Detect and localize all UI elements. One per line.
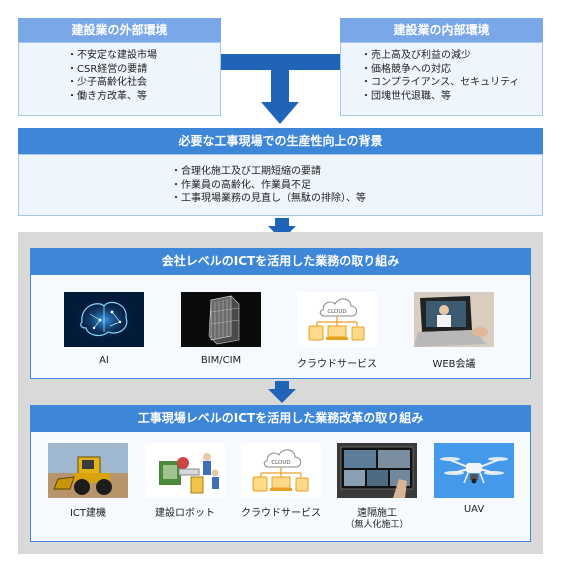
background-item: ・合理化施工及び工期短縮の要請 <box>171 166 321 177</box>
cloud-service-icon: CLOUD <box>297 292 377 347</box>
company-ict-header: 会社レベルのICTを活用した業務の取り組み <box>30 248 531 274</box>
company-ict-card: AI BIM/CIM CLOUD クラウドサービス <box>30 274 531 379</box>
cloud-text: CLOUD <box>271 460 290 466</box>
internal-environment-header: 建設業の内部環境 <box>340 18 543 42</box>
remote-construction-icon <box>337 443 417 498</box>
internal-item: ・価格競争への対応 <box>361 63 451 75</box>
company-item-label: BIM/CIM <box>200 355 242 366</box>
down-arrow <box>268 381 296 403</box>
external-item: ・不安定な建設市場 <box>67 50 157 61</box>
external-environment-box: ・不安定な建設市場 ・CSR経営の要請 ・少子高齢化社会 ・働き方改革、等 <box>18 42 221 116</box>
site-item-label: UAV <box>463 504 485 515</box>
external-items: ・不安定な建設市場 ・CSR経営の要請 ・少子高齢化社会 ・働き方改革、等 <box>67 49 157 103</box>
site-item-label: 建設ロボット <box>155 508 215 519</box>
external-item: ・CSR経営の要請 <box>67 63 148 75</box>
site-ict-header: 工事現場レベルのICTを活用した業務改革の取り組み <box>30 405 531 431</box>
background-box: ・合理化施工及び工期短縮の要請 ・作業員の高齢化、作業員不足 ・工事現場業務の見… <box>18 154 543 216</box>
cloud-service-icon: CLOUD <box>241 443 321 498</box>
site-item-label: 遠隔施工 <box>357 508 397 519</box>
external-environment-header: 建設業の外部環境 <box>18 18 221 42</box>
merge-arrow <box>221 54 340 124</box>
site-ict-card: ICT建機 建設ロボット CLOUD クラウドサービス <box>30 431 531 542</box>
internal-item: ・団塊世代退職、等 <box>361 90 451 102</box>
external-item: ・少子高齢化社会 <box>67 77 147 88</box>
background-item: ・工事現場業務の見直し（無駄の排除）、等 <box>171 193 366 204</box>
internal-item: ・売上高及び利益の減少 <box>361 50 471 61</box>
background-item: ・作業員の高齢化、作業員不足 <box>171 179 311 191</box>
company-item-label: クラウドサービス <box>297 359 377 370</box>
site-item-label: クラウドサービス <box>241 508 321 519</box>
company-item-label: AI <box>99 355 109 366</box>
external-item: ・働き方改革、等 <box>67 90 147 102</box>
ai-brain-icon <box>64 292 144 347</box>
construction-robot-icon <box>145 443 225 498</box>
cloud-text: CLOUD <box>327 309 346 315</box>
bim-building-icon <box>181 292 261 347</box>
internal-items: ・売上高及び利益の減少 ・価格競争への対応 ・コンプライアンス、セキュリティ ・… <box>361 49 520 103</box>
ict-machine-icon <box>48 443 128 498</box>
uav-drone-icon <box>434 443 514 498</box>
internal-item: ・コンプライアンス、セキュリティ <box>361 77 520 88</box>
web-meeting-icon <box>414 292 494 347</box>
site-item-sublabel: （無人化施工） <box>345 520 409 530</box>
background-items: ・合理化施工及び工期短縮の要請 ・作業員の高齢化、作業員不足 ・工事現場業務の見… <box>171 165 366 206</box>
company-item-label: WEB会議 <box>432 359 476 370</box>
background-header: 必要な工事現場での生産性向上の背景 <box>18 128 543 154</box>
site-item-label: ICT建機 <box>69 508 107 519</box>
internal-environment-box: ・売上高及び利益の減少 ・価格競争への対応 ・コンプライアンス、セキュリティ ・… <box>340 42 543 116</box>
